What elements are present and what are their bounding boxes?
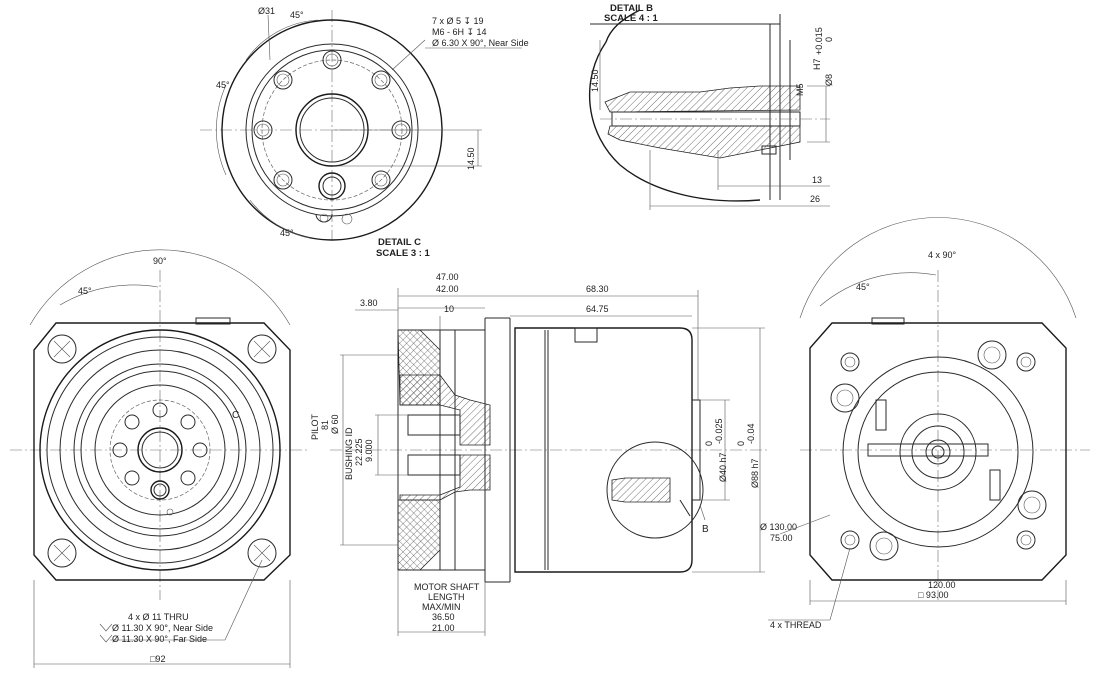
detail-c-bolt-holes	[253, 50, 411, 225]
side-d130: Ø 130.00	[760, 522, 797, 532]
front-bolt-holes	[112, 402, 208, 516]
detail-c-a45-bottom: 45°	[280, 228, 294, 238]
detail-b-tol-lower: 0	[824, 37, 834, 42]
front-label-c: C	[232, 410, 239, 421]
side-d88-tol-a: 0	[736, 441, 746, 446]
rear-thread: 4 x THREAD	[770, 620, 822, 630]
side-motor-shaft-2: LENGTH	[428, 592, 465, 602]
detail-c-a45-top: 45°	[290, 10, 304, 20]
side-d10: 10	[444, 304, 454, 314]
rear-screws	[830, 340, 1047, 561]
detail-b-labels: DETAIL B SCALE 4 : 1 14.50 M5 Ø8 H7 +0.0…	[590, 3, 834, 204]
detail-b-d8: Ø8	[824, 74, 834, 86]
detail-b-dim-13: 13	[812, 175, 822, 185]
side-view-labels: 47.00 42.00 68.30 64.75 3.80 10 PILOT 81…	[310, 272, 797, 633]
side-d4200: 42.00	[436, 284, 459, 294]
side-bushing-2: 9.000	[364, 439, 374, 462]
detail-c-holes-note-2: M6 - 6H ↧ 14	[432, 27, 487, 37]
rear-view	[768, 217, 1090, 621]
front-a45: 45°	[78, 286, 92, 296]
rear-a45: 45°	[856, 282, 870, 292]
detail-b-dim-26: 26	[810, 194, 820, 204]
side-motor-shaft-4: 36.50	[432, 612, 455, 622]
rear-d12000: 120.00	[928, 580, 956, 590]
side-d40-tol-b: -0.025	[714, 418, 724, 444]
detail-b-m5: M5	[795, 83, 805, 96]
detail-c-holes-note-3: Ø 6.30 X 90°, Near Side	[432, 38, 529, 48]
side-d4700: 47.00	[436, 272, 459, 282]
detail-b-title: DETAIL B	[610, 3, 653, 14]
side-d380: 3.80	[360, 298, 378, 308]
front-corner-holes	[47, 334, 277, 568]
side-d88: Ø88 h7	[750, 458, 760, 488]
side-motor-shaft-3: MAX/MIN	[422, 602, 461, 612]
detail-b-h7: H7	[812, 58, 822, 70]
detail-c-scale: SCALE 3 : 1	[376, 248, 431, 259]
side-label-b: B	[702, 524, 709, 535]
front-view-labels: 90° 45° C 4 x Ø 11 THRU Ø 11.30 X 90°, N…	[78, 256, 239, 664]
side-d40-tol-a: 0	[704, 441, 714, 446]
detail-c-holes-note-1: 7 x Ø 5 ↧ 19	[432, 16, 484, 26]
detail-b-tol-upper: +0.015	[814, 27, 824, 55]
front-view	[10, 249, 310, 668]
side-pilot-label: PILOT	[310, 413, 320, 440]
front-a90: 90°	[153, 256, 167, 266]
side-pilot-81: 81	[320, 420, 330, 430]
front-note-3: Ø 11.30 X 90°, Far Side	[112, 634, 207, 644]
side-d88-tol-b: -0.04	[746, 423, 756, 444]
rear-a4x90: 4 x 90°	[928, 250, 957, 260]
detail-c-view	[200, 10, 522, 241]
side-view	[330, 288, 770, 636]
side-d6475: 64.75	[586, 304, 609, 314]
rear-view-labels: 4 x 90° 45° 120.00 □ 93.00 4 x THREAD	[770, 250, 957, 630]
detail-b-view	[588, 9, 830, 210]
side-motor-shaft-1: MOTOR SHAFT	[414, 582, 480, 592]
detail-b-scale: SCALE 4 : 1	[604, 13, 659, 24]
side-bushing-1: 22.225	[354, 438, 364, 466]
detail-c-labels: Ø31 45° 45° 45° 7 x Ø 5 ↧ 19 M6 - 6H ↧ 1…	[216, 6, 529, 259]
detail-c-dim-1450: 14.50	[466, 147, 476, 170]
side-d6830: 68.30	[586, 284, 609, 294]
rear-d9300: □ 93.00	[918, 590, 948, 600]
side-d40: Ø40 h7	[718, 452, 728, 482]
detail-c-d31: Ø31	[258, 6, 275, 16]
detail-c-title: DETAIL C	[378, 237, 421, 248]
side-pilot-60: Ø 60	[330, 414, 340, 434]
detail-b-dim-1450: 14.50	[590, 69, 600, 92]
front-sq92: □92	[150, 654, 165, 664]
front-note-1: 4 x Ø 11 THRU	[128, 612, 189, 622]
side-motor-shaft-5: 21.00	[432, 623, 455, 633]
detail-c-a45-left: 45°	[216, 80, 230, 90]
side-d75: 75.00	[770, 533, 793, 543]
front-note-2: Ø 11.30 X 90°, Near Side	[112, 623, 213, 633]
side-bushing-label: BUSHING ID	[344, 427, 354, 480]
